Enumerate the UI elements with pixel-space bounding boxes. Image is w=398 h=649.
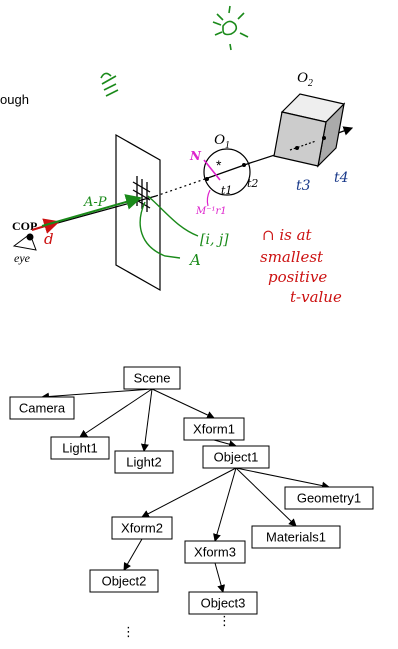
continuation-dots: ⋮ ⋮	[122, 613, 231, 639]
cop-label: COP	[12, 219, 37, 233]
edge-scene-light1	[79, 388, 153, 438]
node-label-xform3: Xform3	[194, 545, 236, 560]
node-geometry1: Geometry1	[284, 486, 374, 510]
node-object2: Object2	[89, 569, 159, 593]
object2-continuation: ⋮	[122, 624, 135, 639]
t2-label: t2	[247, 177, 258, 190]
object1-sphere	[203, 148, 251, 196]
t1-label: t1	[221, 184, 232, 197]
node-label-xform1: Xform1	[193, 422, 235, 437]
node-scene: Scene	[123, 366, 181, 390]
edge-xform3-object3	[214, 562, 225, 593]
node-label-scene: Scene	[134, 371, 171, 386]
eye-label: eye	[14, 251, 31, 265]
edge-object1-xform2	[141, 467, 237, 518]
node-light2: Light2	[114, 450, 174, 474]
t2-point	[242, 163, 246, 167]
node-label-object1: Object1	[214, 450, 259, 465]
edge-object1-materials1	[235, 467, 297, 527]
node-xform1: Xform1	[183, 417, 245, 441]
cut-off-text: ough	[0, 92, 29, 107]
edge-xform1-object1	[213, 439, 237, 449]
node-label-light2: Light2	[126, 455, 161, 470]
node-camera: Camera	[9, 396, 75, 420]
node-object1: Object1	[202, 445, 270, 469]
ray-tracing-sketch: ough * O1	[0, 5, 354, 306]
normal-vector	[203, 159, 221, 181]
edge-scene-xform1	[151, 388, 215, 419]
node-label-object3: Object3	[201, 596, 246, 611]
t3-point	[295, 146, 299, 150]
node-object3: Object3	[188, 591, 258, 615]
node-materials1: Materials1	[251, 525, 341, 549]
m-leader	[206, 189, 211, 207]
node-label-object2: Object2	[102, 574, 147, 589]
edge-object1-xform3	[213, 467, 237, 542]
t4-point	[322, 136, 326, 140]
node-xform2: Xform2	[111, 516, 173, 540]
node-label-xform2: Xform2	[121, 521, 163, 536]
ray-segment-dotted	[155, 178, 206, 197]
node-box-materials1	[251, 525, 341, 549]
t1-point	[205, 177, 209, 181]
edge-scene-camera	[41, 388, 153, 401]
image-plane	[115, 133, 161, 292]
node-light1: Light1	[50, 436, 110, 460]
intersection-note: ∩ is at smallest positive t-value	[260, 226, 342, 306]
node-box-object3	[188, 591, 258, 615]
ray-inside-cube	[289, 140, 317, 151]
object2-label: O2	[297, 70, 313, 89]
edge-object1-geometry1	[235, 467, 330, 490]
node-box-geometry1	[284, 486, 374, 510]
node-box-xform2	[111, 516, 173, 540]
normal-label: N	[189, 149, 202, 163]
sun-icon	[212, 5, 249, 51]
node-label-camera: Camera	[19, 401, 66, 416]
node-box-xform1	[183, 417, 245, 441]
edge-xform2-object2	[123, 538, 143, 571]
a-label: A	[188, 251, 201, 269]
ij-label: [i, j]	[200, 232, 229, 248]
edge-scene-light2	[140, 388, 153, 452]
t4-label: t4	[334, 170, 349, 186]
light-bulb-icon	[100, 72, 119, 97]
a-minus-p-vector	[41, 194, 142, 227]
node-box-scene	[123, 366, 181, 390]
intersection-star: *	[216, 157, 222, 173]
node-box-object2	[89, 569, 159, 593]
object2-cube	[273, 93, 346, 168]
d-label: d	[44, 230, 54, 248]
object3-continuation: ⋮	[218, 613, 231, 628]
node-xform3: Xform3	[184, 540, 246, 564]
t3-label: t3	[296, 178, 311, 194]
node-box-object1	[202, 445, 270, 469]
node-box-light2	[114, 450, 174, 474]
node-label-light1: Light1	[62, 441, 97, 456]
scene-graph-edges	[41, 388, 330, 593]
ij-leader	[147, 195, 199, 237]
m-label: M⁻¹r1	[195, 206, 227, 217]
node-label-materials1: Materials1	[266, 530, 326, 545]
eye-icon	[12, 233, 37, 251]
object1-label: O1	[214, 132, 230, 151]
node-label-geometry1: Geometry1	[297, 491, 361, 506]
a-leader	[139, 201, 181, 259]
node-box-xform3	[184, 540, 246, 564]
a-minus-p-label: A-P	[83, 195, 107, 210]
node-box-light1	[50, 436, 110, 460]
node-box-camera	[9, 396, 75, 420]
